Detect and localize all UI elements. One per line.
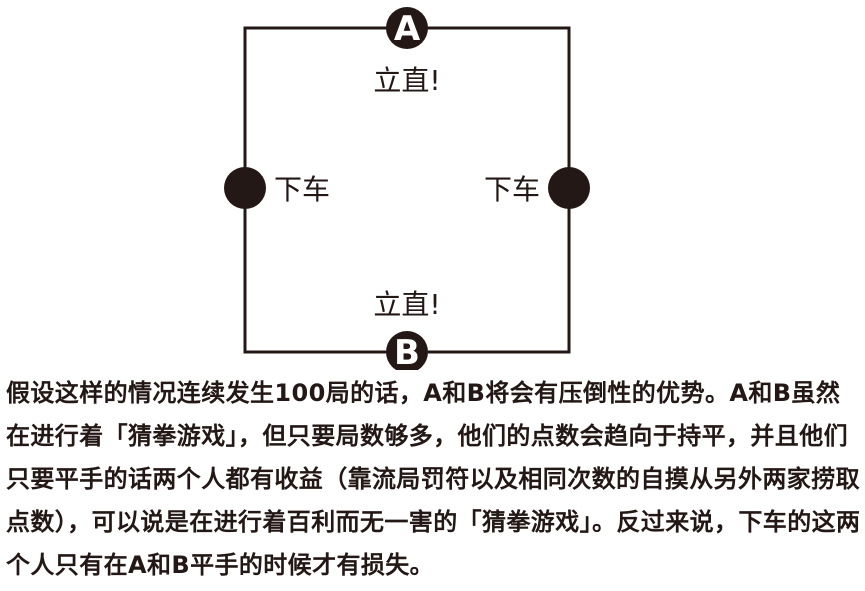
cycle-diagram: A B 立直! 立直! 下车 下车 [224,7,590,370]
left-fold-label: 下车 [274,173,330,206]
right-fold-label: 下车 [484,173,540,206]
explanation-paragraph: 假设这样的情况连续发生100局的话，A和B将会有压倒性的优势。A和B虽然在进行着… [6,379,861,579]
node-b-label: B [394,333,420,370]
top-riichi-label: 立直! [373,64,440,97]
left-player-marker [224,167,266,209]
node-a-label: A [394,9,421,49]
right-player-marker [548,167,590,209]
bottom-riichi-label: 立直! [373,288,440,321]
node-a-marker [386,7,428,49]
node-b-marker [386,331,428,370]
